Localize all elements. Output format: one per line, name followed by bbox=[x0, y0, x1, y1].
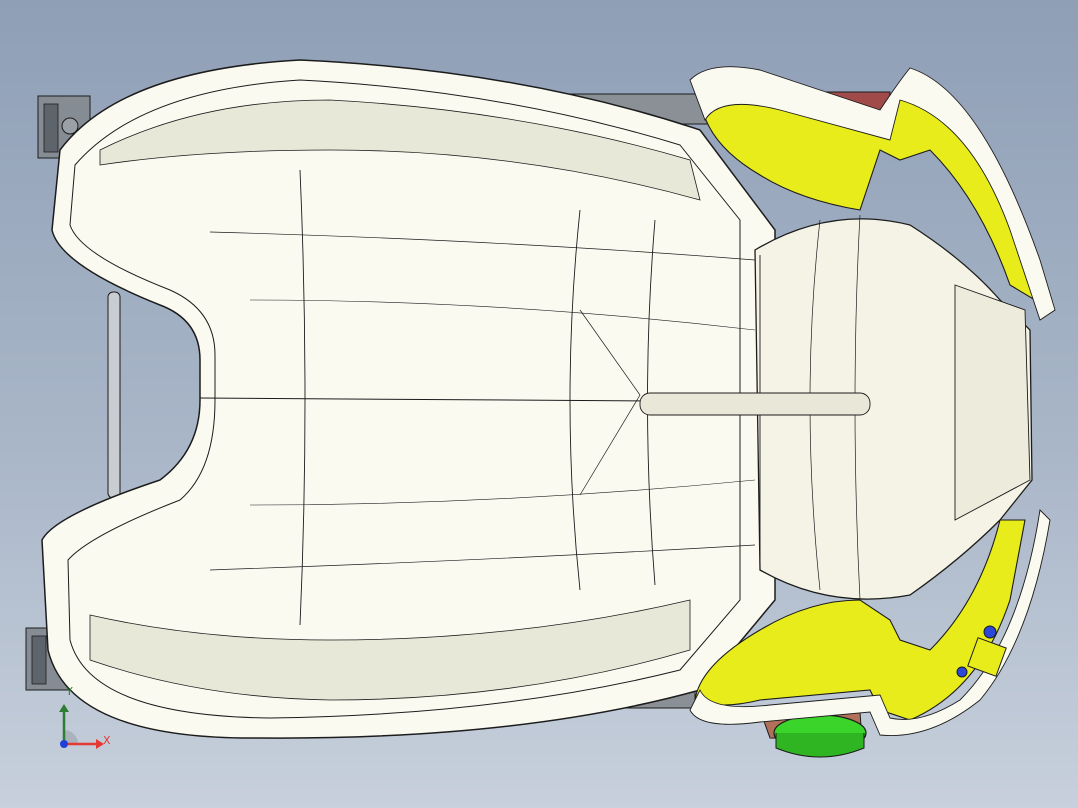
motor-green[interactable] bbox=[773, 714, 867, 758]
coordinate-triad bbox=[59, 704, 104, 749]
backrest-cushion[interactable] bbox=[639, 214, 1033, 601]
side-clip[interactable] bbox=[956, 625, 1007, 678]
triad-y-label: Y bbox=[66, 685, 73, 698]
seat-cushion[interactable] bbox=[41, 59, 961, 739]
side-bolster-upper[interactable] bbox=[689, 66, 1056, 321]
triad-x-label: X bbox=[103, 734, 111, 747]
triad-z-axis bbox=[60, 740, 68, 748]
side-bolster-lower[interactable] bbox=[689, 509, 1051, 736]
